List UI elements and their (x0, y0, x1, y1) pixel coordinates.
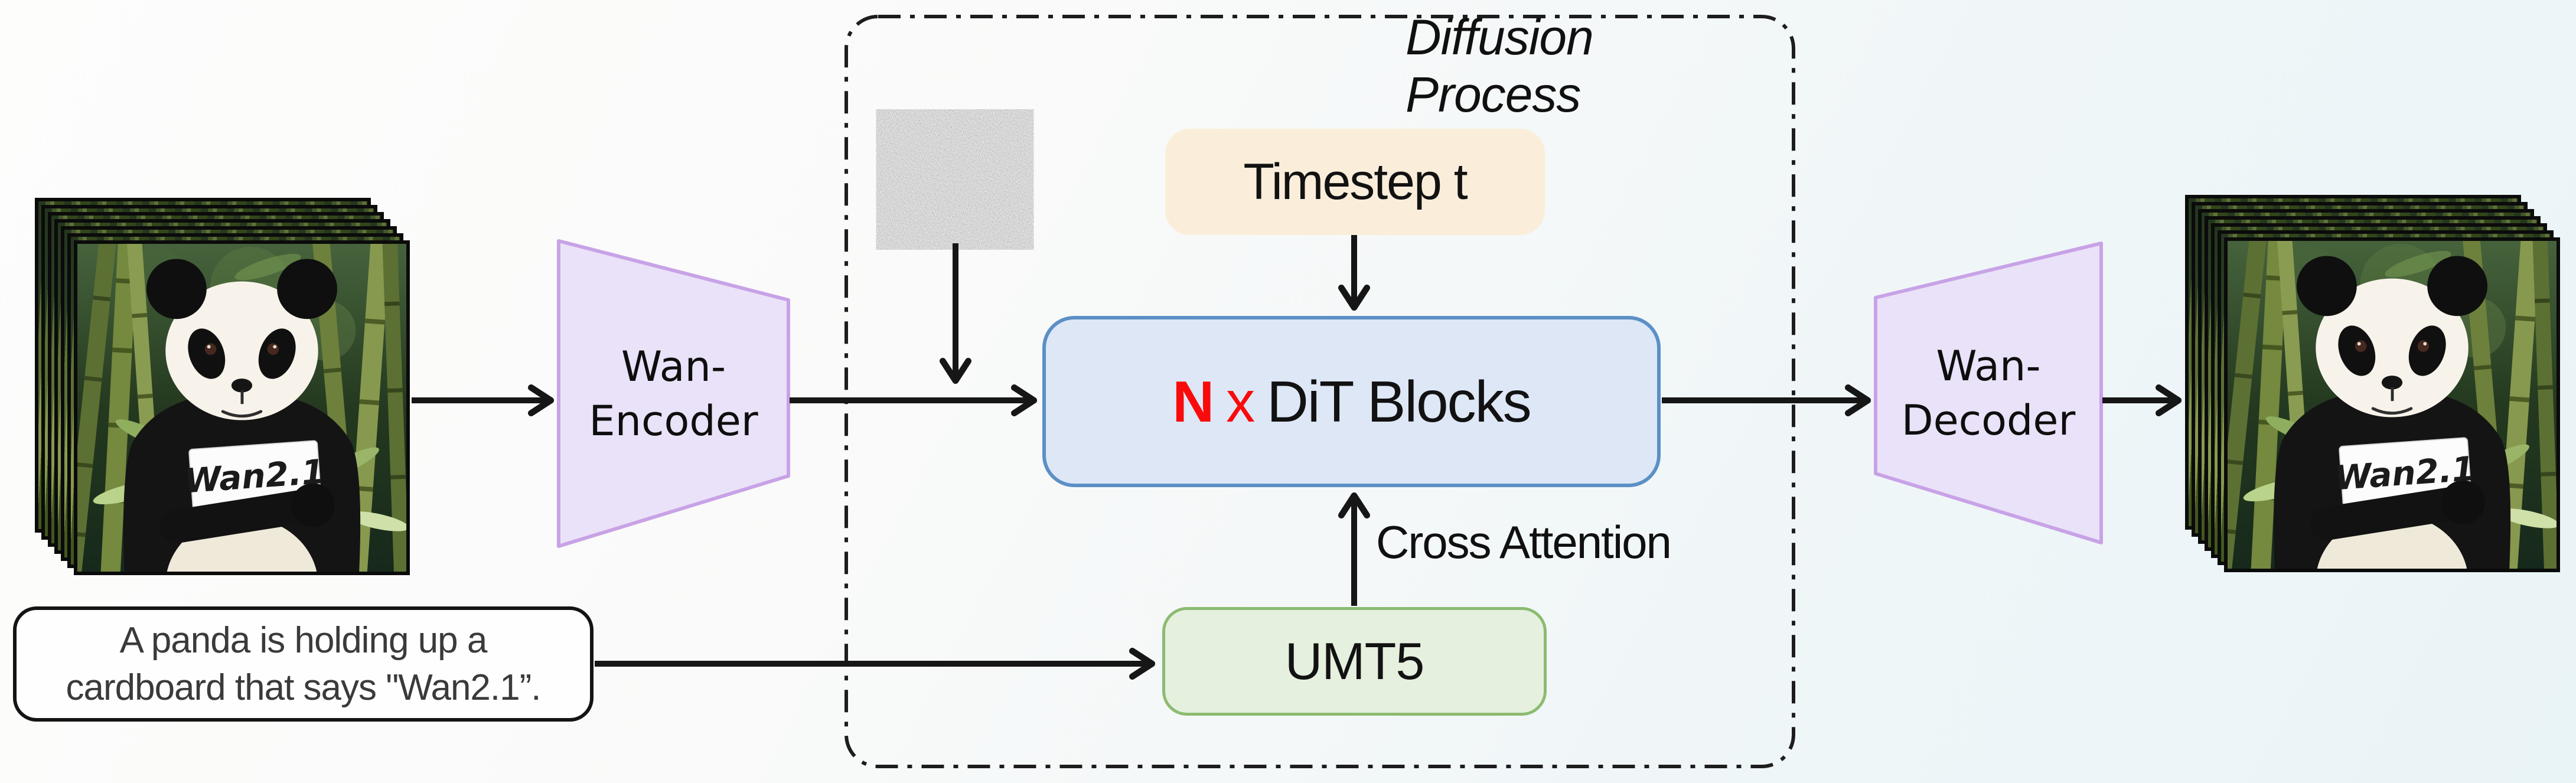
video-frame-front: Wan2.1 (2224, 237, 2560, 572)
timestep-box: Timestep t (1165, 129, 1545, 235)
cross-attention-label: Cross Attention (1376, 516, 1672, 568)
wan-encoder-label: Wan- Encoder (559, 241, 788, 546)
wan-encoder-line1: Wan- (621, 342, 726, 391)
panda-image: Wan2.1 (77, 244, 406, 572)
panda-image: Wan2.1 (2228, 241, 2557, 569)
wan-decoder-shape (1874, 242, 2103, 544)
wan-encoder-line2: Encoder (589, 396, 758, 445)
prompt-line1: A panda is holding up a (119, 619, 488, 661)
wan-decoder-line2: Decoder (1901, 396, 2076, 445)
arrows (412, 235, 2182, 680)
video-frame-front: Wan2.1 (74, 240, 410, 575)
prompt-text-box: A panda is holding up a cardboard that s… (13, 606, 594, 722)
timestep-label: Timestep t (1243, 153, 1468, 210)
dit-n-count: N (1172, 368, 1214, 434)
wan-decoder-label: Wan- Decoder (1876, 243, 2101, 543)
diffusion-process-region (844, 15, 1795, 768)
input-frames-stack: Wan2.1 (35, 198, 410, 576)
dit-times-symbol: x (1226, 368, 1255, 434)
wan-encoder-shape (557, 239, 790, 548)
umt5-box: UMT5 (1162, 607, 1547, 716)
wan-decoder-line1: Wan- (1936, 341, 2041, 390)
output-frames-stack: Wan2.1 (2185, 195, 2561, 573)
umt5-label: UMT5 (1284, 632, 1425, 690)
dit-blocks-label: DiT Blocks (1267, 368, 1532, 434)
prompt-line2: cardboard that says "Wan2.1”. (66, 667, 541, 708)
dit-blocks-box: N x DiT Blocks (1042, 316, 1661, 487)
diffusion-process-title: Diffusion Process (1406, 9, 1594, 122)
noise-latent-image (883, 116, 1026, 243)
